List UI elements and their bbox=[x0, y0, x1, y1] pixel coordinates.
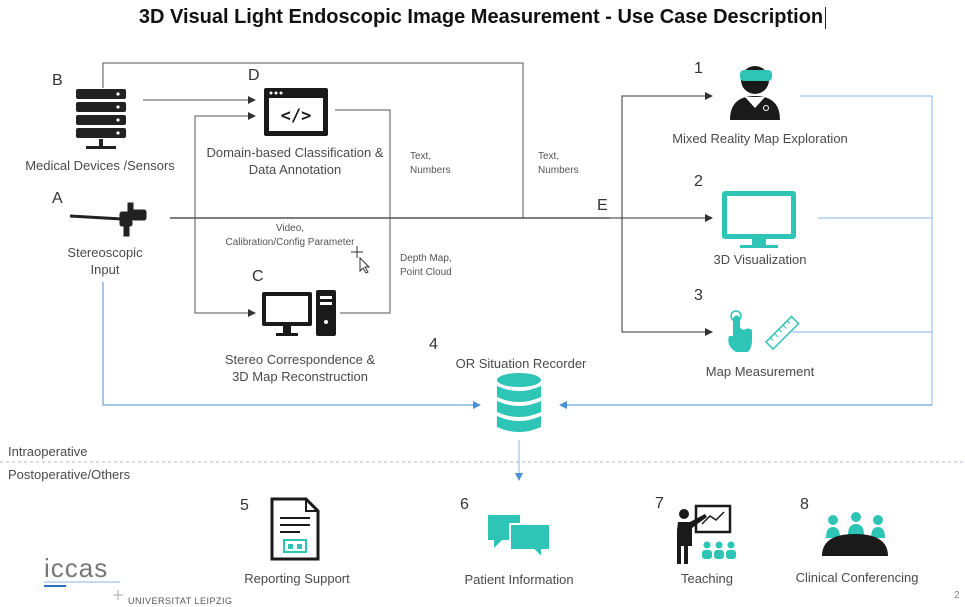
clinical-conferencing-label: Clinical Conferencing bbox=[795, 570, 919, 585]
mixed-reality-label: Mixed Reality Map Exploration bbox=[672, 131, 848, 146]
endoscope-icon bbox=[69, 202, 147, 237]
edge-label-text-2: Text, bbox=[538, 151, 560, 162]
edge-label-video-line1: Video, bbox=[275, 223, 305, 234]
iccas-logo: iccas bbox=[44, 553, 109, 583]
workstation-icon bbox=[262, 290, 336, 336]
connector-outputs-to-recorder bbox=[559, 95, 933, 409]
teaching-label: Teaching bbox=[680, 571, 734, 586]
label-letter-e: E bbox=[597, 197, 608, 214]
svg-text:</>: </> bbox=[281, 106, 312, 126]
output-2-number: 2 bbox=[694, 173, 703, 190]
database-icon bbox=[497, 373, 541, 432]
edge-label-text-1: Text, bbox=[410, 151, 432, 162]
patient-information-label: Patient Information bbox=[464, 572, 574, 587]
domain-label-line1: Domain-based Classification & bbox=[206, 145, 384, 160]
label-letter-d: D bbox=[248, 67, 260, 84]
use-6-number: 6 bbox=[460, 496, 469, 513]
vr-surgeon-icon bbox=[730, 66, 780, 120]
stereoscopic-label-line1: Stereoscopic bbox=[67, 245, 143, 260]
connector-e-branches bbox=[610, 92, 713, 336]
intraoperative-label: Intraoperative bbox=[8, 444, 88, 459]
output-1-number: 1 bbox=[694, 60, 703, 77]
university-label: UNIVERSITAT LEIPZIG bbox=[128, 596, 233, 606]
monitor-icon bbox=[722, 191, 796, 248]
output-3-number: 3 bbox=[694, 287, 703, 304]
recorder-number: 4 bbox=[429, 336, 438, 353]
move-cursor-icon bbox=[351, 246, 371, 274]
3d-visualization-label: 3D Visualization bbox=[713, 252, 807, 267]
label-letter-c: C bbox=[252, 268, 264, 285]
report-icon bbox=[270, 497, 320, 561]
connector-c-output bbox=[340, 218, 391, 314]
label-letter-a: A bbox=[52, 190, 63, 207]
edge-label-numbers-1: Numbers bbox=[410, 165, 451, 176]
label-letter-b: B bbox=[52, 72, 63, 89]
edge-label-depth-map: Depth Map, Point Cloud bbox=[400, 252, 452, 280]
domain-label-line2: Data Annotation bbox=[248, 162, 342, 177]
code-window-icon: </> bbox=[264, 88, 328, 136]
medical-devices-label: Medical Devices /Sensors bbox=[25, 158, 175, 173]
iccas-logo-mark bbox=[44, 581, 123, 600]
chat-icon bbox=[488, 515, 551, 561]
stereoscopic-label-line2: Input bbox=[90, 262, 120, 277]
server-icon bbox=[76, 89, 126, 149]
edge-label-depth-line1: Depth Map, bbox=[400, 253, 452, 264]
edge-label-text-numbers-b: Text, Numbers bbox=[538, 150, 579, 178]
conference-icon bbox=[822, 512, 888, 556]
edge-label-video: Video, Calibration/Config Parameter bbox=[210, 222, 370, 250]
edge-label-numbers-2: Numbers bbox=[538, 165, 579, 176]
edge-label-text-numbers-d: Text, Numbers bbox=[410, 150, 451, 178]
connector-a-to-recorder bbox=[102, 282, 481, 409]
stereo-label-line1: Stereo Correspondence & bbox=[224, 352, 376, 367]
stereo-correspondence-label: Stereo Correspondence & 3D Map Reconstru… bbox=[200, 351, 400, 385]
connector-b-to-e bbox=[102, 62, 524, 218]
teaching-icon bbox=[677, 504, 736, 564]
connector-a-to-d-c bbox=[194, 112, 256, 317]
map-measurement-label: Map Measurement bbox=[705, 364, 815, 379]
text-cursor bbox=[825, 6, 827, 29]
page-number: 2 bbox=[954, 590, 960, 601]
or-situation-recorder-label: OR Situation Recorder bbox=[455, 356, 587, 371]
use-7-number: 7 bbox=[655, 495, 664, 512]
stereoscopic-input-label: Stereoscopic Input bbox=[50, 244, 160, 278]
domain-classification-label: Domain-based Classification & Data Annot… bbox=[190, 144, 400, 178]
touch-ruler-icon bbox=[728, 310, 800, 352]
edge-label-video-line2: Calibration/Config Parameter bbox=[225, 237, 355, 248]
reporting-support-label: Reporting Support bbox=[244, 571, 350, 586]
edge-label-depth-line2: Point Cloud bbox=[400, 267, 452, 278]
stereo-label-line2: 3D Map Reconstruction bbox=[232, 369, 368, 384]
connector-d-output bbox=[335, 109, 391, 218]
use-8-number: 8 bbox=[800, 496, 809, 513]
page-title: 3D Visual Light Endoscopic Image Measure… bbox=[0, 6, 965, 29]
postoperative-label: Postoperative/Others bbox=[8, 467, 131, 482]
use-5-number: 5 bbox=[240, 497, 249, 514]
